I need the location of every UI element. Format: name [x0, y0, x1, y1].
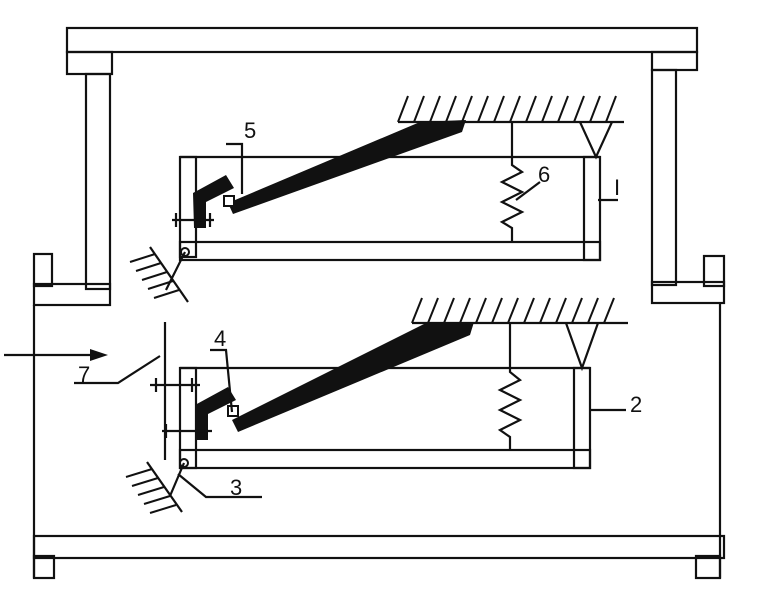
lower-box-left-wall	[178, 366, 198, 470]
housing-top-flange	[65, 26, 699, 54]
label-4-leader	[210, 348, 234, 413]
housing-top-flange-right-lip	[650, 50, 699, 72]
housing-top-flange-left-lip	[65, 50, 114, 76]
lower-hinge-link	[168, 462, 186, 497]
upper-fixed-support-hatch	[397, 95, 617, 123]
housing-left-step	[32, 282, 112, 307]
housing-bottom-flange-right-lip	[694, 554, 722, 580]
label-7: 7	[78, 362, 90, 387]
upper-box-right-wall	[582, 155, 602, 262]
lower-box-right-wall	[572, 366, 592, 470]
label-7-leader	[74, 355, 161, 385]
upper-ground-hatch	[129, 253, 180, 299]
lower-v-support	[564, 322, 600, 372]
label-1: I	[614, 175, 620, 200]
label-6: 6	[538, 162, 550, 187]
upper-box-bottom-wall	[178, 240, 602, 262]
upper-ground-line	[149, 246, 189, 303]
lower-ground-line	[146, 461, 183, 513]
upper-small-roller	[223, 195, 235, 207]
upper-hinge-link	[165, 251, 186, 291]
housing-left-upper-wall	[84, 72, 112, 291]
lower-lever	[232, 322, 474, 432]
lower-fixed-support-hatch	[411, 297, 615, 324]
flow-arrow	[4, 349, 108, 361]
housing-left-step-stub	[32, 252, 54, 288]
label-5-leader	[226, 142, 244, 194]
label-4: 4	[214, 326, 226, 351]
upper-v-support	[578, 121, 614, 160]
housing	[32, 26, 726, 580]
lower-box-bottom-wall	[178, 448, 592, 470]
upper-spring	[499, 122, 525, 242]
label-2: 2	[630, 392, 642, 417]
label-3-leader	[177, 473, 262, 499]
housing-bottom-flange	[32, 534, 726, 560]
housing-right-step-stub	[702, 254, 726, 288]
upper-cam-bracket	[193, 175, 234, 228]
lower-spring	[497, 323, 523, 450]
housing-bottom-flange-left-lip	[32, 554, 56, 580]
upper-lever	[228, 120, 466, 214]
lower-chamber	[74, 297, 628, 514]
housing-right-step	[650, 280, 726, 305]
upper-chamber	[129, 95, 624, 303]
label-3: 3	[230, 475, 242, 500]
label-6-leader	[515, 181, 541, 201]
label-5: 5	[244, 118, 256, 143]
housing-right-upper-wall	[650, 68, 678, 287]
lower-ground-hatch	[125, 468, 177, 514]
